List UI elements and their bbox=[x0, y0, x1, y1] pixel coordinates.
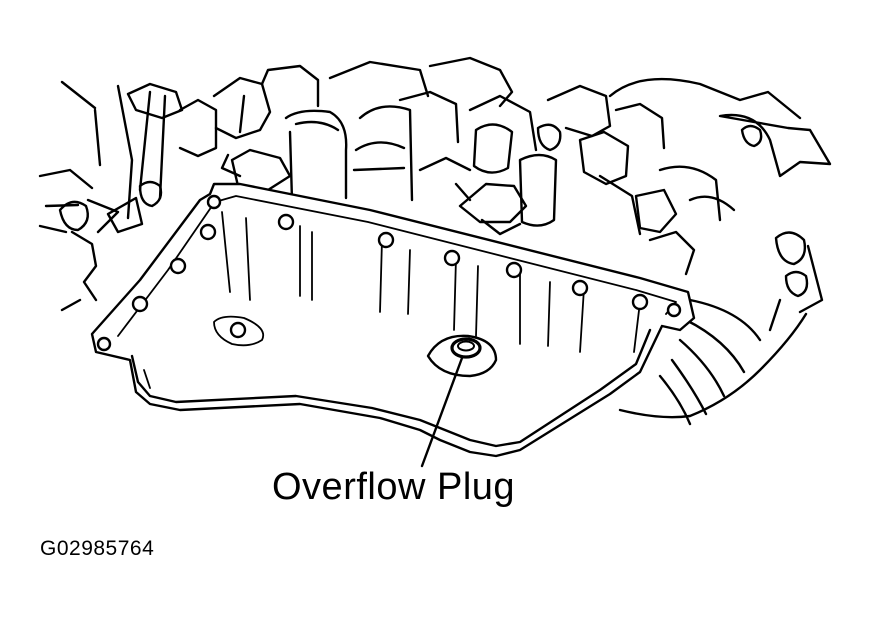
bell-housing bbox=[618, 298, 808, 426]
pan-bolts bbox=[96, 194, 682, 352]
figure-id: G02985764 bbox=[40, 537, 155, 560]
callout-leader-line bbox=[420, 356, 464, 468]
overflow-plug-label: Overflow Plug bbox=[272, 466, 516, 508]
oil-pan bbox=[90, 182, 696, 458]
overflow-plug-icon bbox=[450, 337, 482, 359]
